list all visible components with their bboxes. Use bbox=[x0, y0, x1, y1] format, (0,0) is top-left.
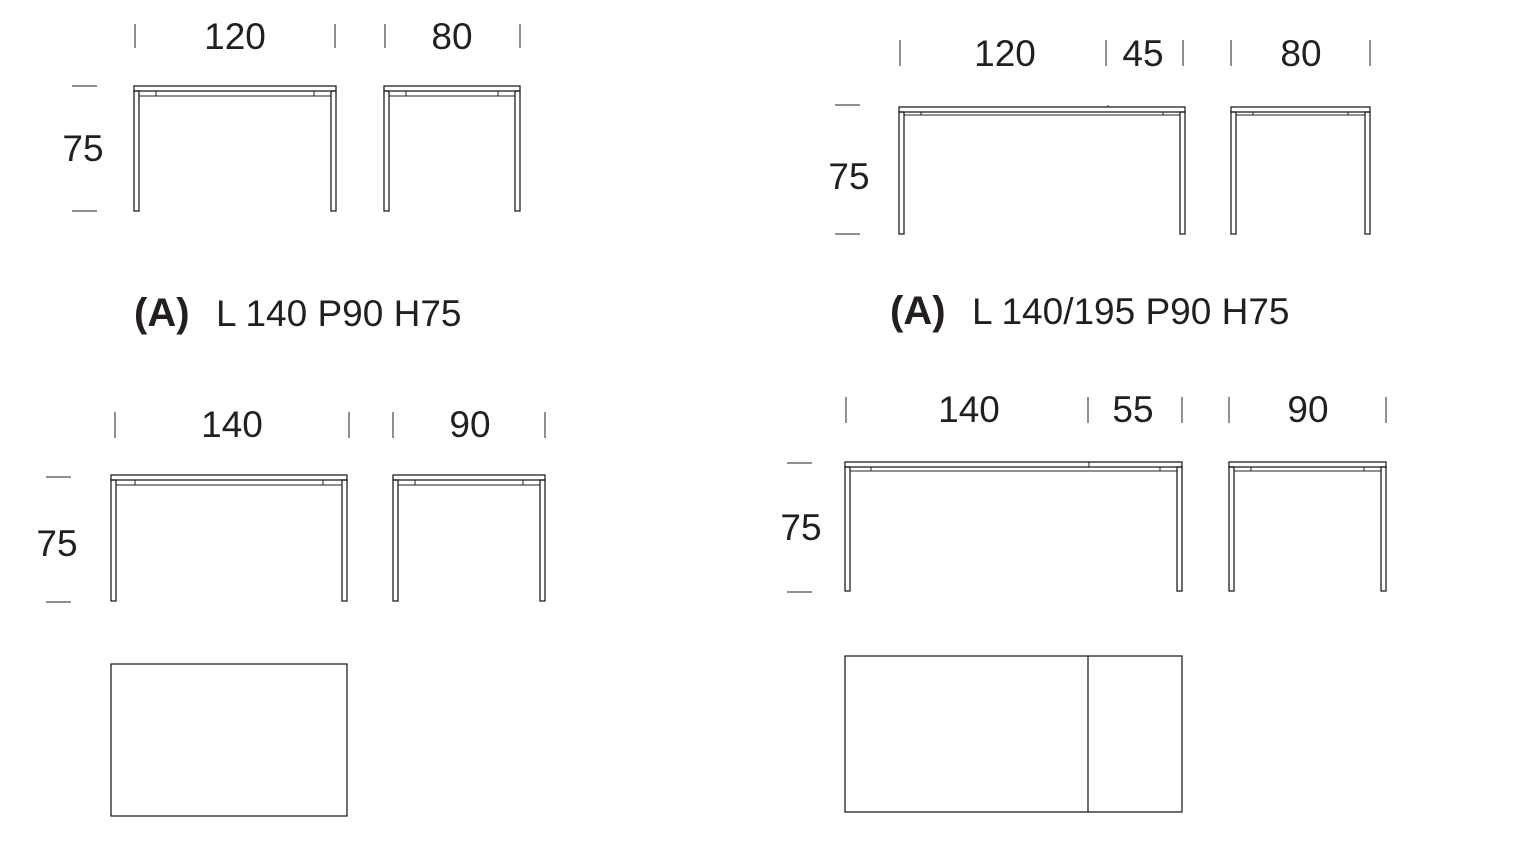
front-elevation bbox=[110, 474, 348, 602]
side-elevation bbox=[392, 474, 546, 602]
caption-code: (A) bbox=[134, 291, 190, 335]
height-label: 75 bbox=[828, 156, 869, 197]
drawing-fixed-120: 120 80 75 bbox=[62, 16, 521, 335]
height-label: 75 bbox=[36, 523, 77, 564]
plan-view bbox=[110, 663, 348, 817]
front-elevation bbox=[844, 461, 1183, 592]
width-dimension-ticks bbox=[845, 397, 1387, 423]
caption: (A) L 140 P90 H75 bbox=[134, 291, 461, 335]
height-dimension-ticks bbox=[787, 462, 812, 593]
width-label-depth: 90 bbox=[1287, 389, 1328, 430]
caption: (A) L 140/195 P90 H75 bbox=[890, 289, 1289, 333]
height-label: 75 bbox=[780, 507, 821, 548]
side-elevation bbox=[383, 85, 521, 212]
width-label-depth: 90 bbox=[449, 404, 490, 445]
side-elevation bbox=[1228, 461, 1387, 592]
caption-text: L 140/195 P90 H75 bbox=[972, 291, 1290, 332]
width-label-length: 140 bbox=[201, 404, 263, 445]
width-dimension-ticks bbox=[899, 40, 1371, 66]
width-label-depth: 80 bbox=[1280, 33, 1321, 74]
width-dimension-ticks bbox=[114, 412, 546, 438]
caption-code: (A) bbox=[890, 289, 946, 333]
front-elevation bbox=[898, 105, 1186, 235]
side-elevation bbox=[1230, 106, 1371, 235]
height-label: 75 bbox=[62, 128, 103, 169]
drawing-extending-120: 120 45 80 75 bbox=[828, 33, 1371, 333]
plan-view bbox=[844, 655, 1183, 813]
width-dimension-ticks bbox=[134, 24, 521, 48]
width-label-depth: 80 bbox=[431, 16, 472, 57]
drawing-extending-140: 140 55 90 75 bbox=[780, 389, 1387, 813]
height-dimension-ticks bbox=[72, 85, 97, 212]
width-label-length: 120 bbox=[974, 33, 1036, 74]
caption-text: L 140 P90 H75 bbox=[216, 293, 462, 334]
drawing-fixed-140: 140 90 75 bbox=[36, 404, 546, 817]
width-label-length: 120 bbox=[204, 16, 266, 57]
width-label-extension: 45 bbox=[1122, 33, 1163, 74]
height-dimension-ticks bbox=[46, 476, 71, 603]
height-dimension-ticks bbox=[835, 104, 860, 235]
width-label-length: 140 bbox=[938, 389, 1000, 430]
front-elevation bbox=[133, 85, 337, 212]
width-label-extension: 55 bbox=[1112, 389, 1153, 430]
